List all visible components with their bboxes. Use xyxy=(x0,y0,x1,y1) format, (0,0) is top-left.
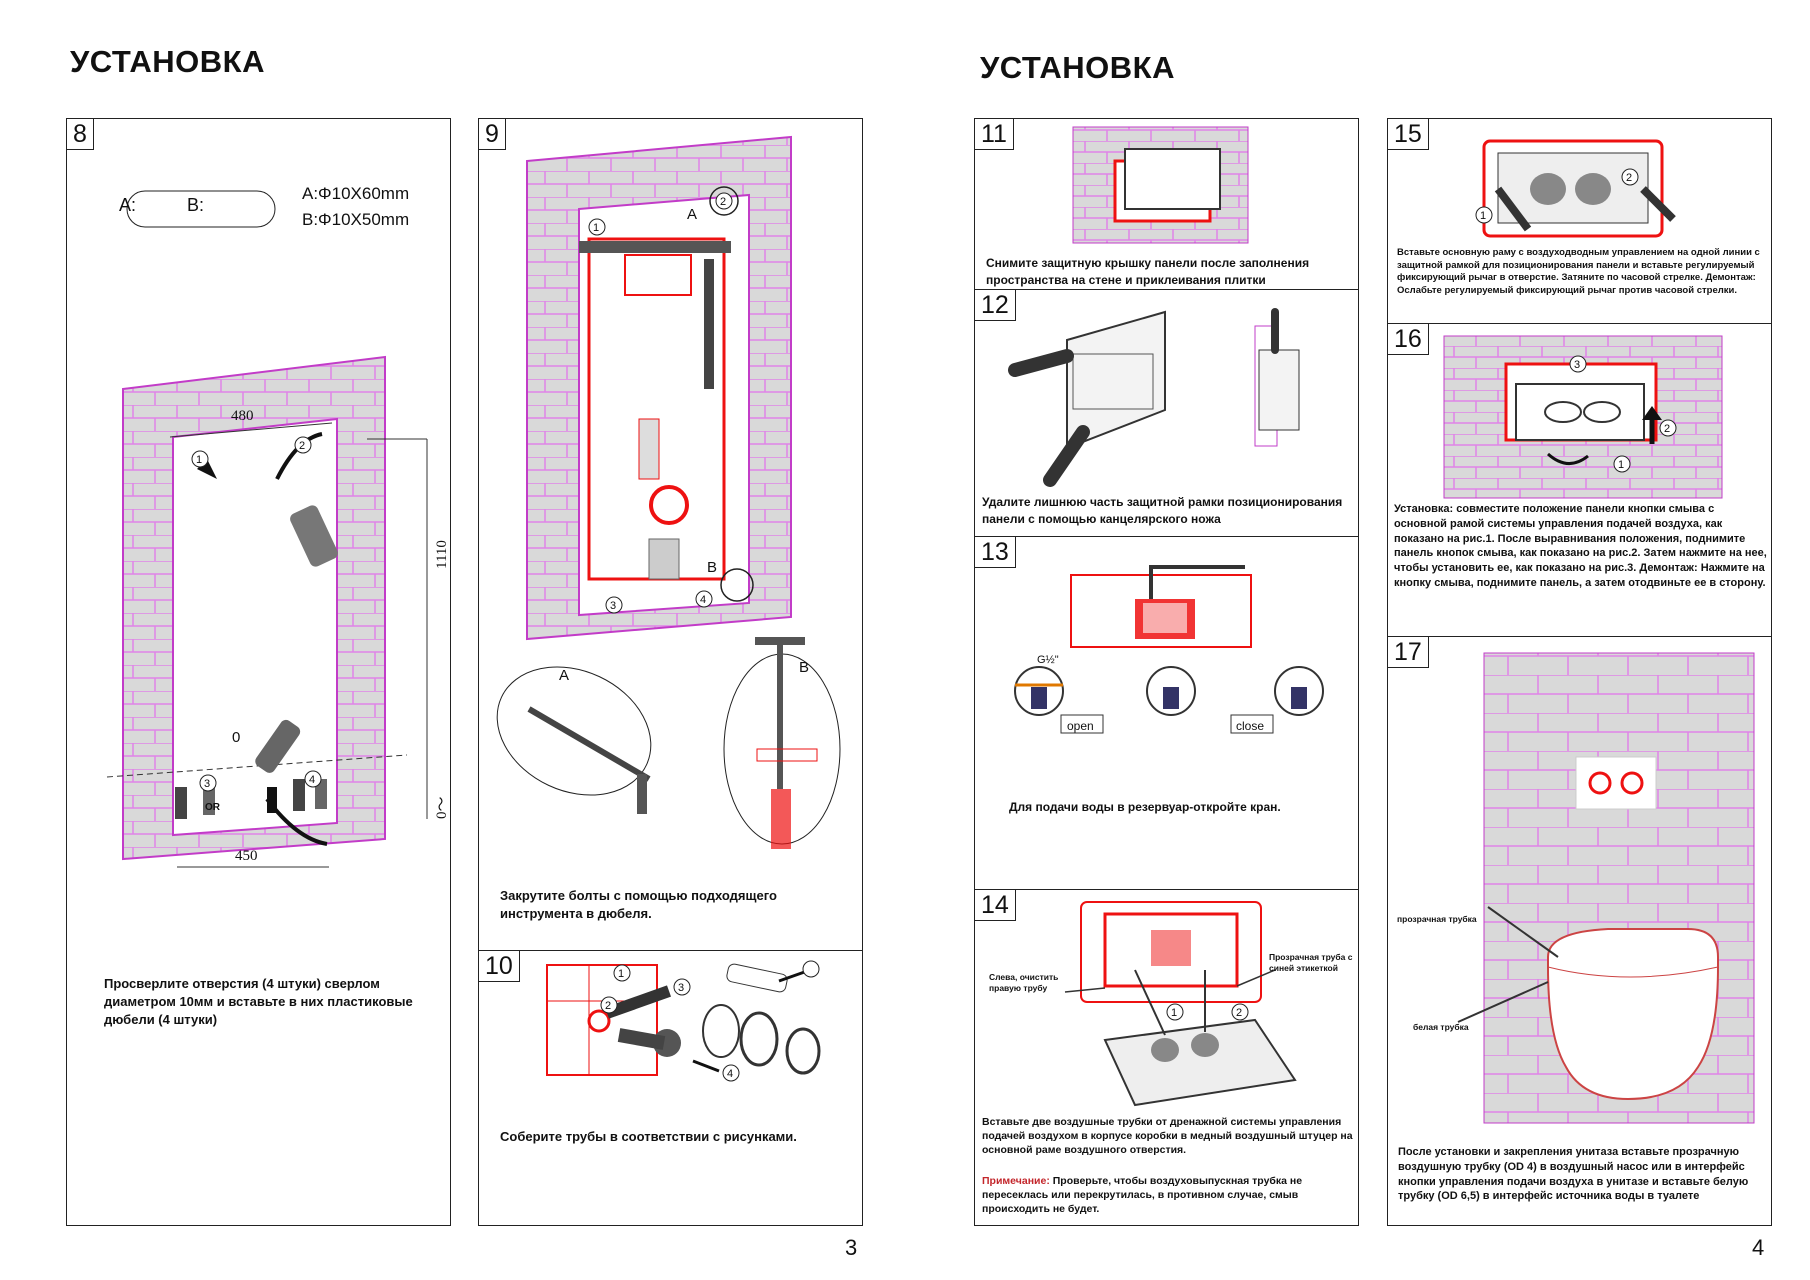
step-number: 15 xyxy=(1388,119,1429,150)
step-10-caption: Соберите трубы в соответствии с рисункам… xyxy=(500,1129,797,1144)
left-tube-note: Слева, очистить правую трубу xyxy=(989,972,1059,993)
close-label[interactable]: close xyxy=(1236,719,1265,733)
marker-2: 2 xyxy=(299,440,306,452)
marker-3: 3 xyxy=(678,982,685,994)
detail-a-label: A xyxy=(559,667,570,684)
marker-2: 2 xyxy=(1664,423,1671,435)
left-page-title: УСТАНОВКА xyxy=(70,44,265,79)
step-number: 9 xyxy=(479,119,506,150)
toilet-connection-diagram xyxy=(1457,652,1755,1124)
marker-3: 3 xyxy=(1574,359,1581,371)
marker-1: 1 xyxy=(1171,1007,1178,1019)
pipe-thread-label: G½" xyxy=(1037,654,1059,666)
step-13-panel: 13 G½" open close Для подачи воды в резе… xyxy=(974,536,1359,890)
step-11-caption: Снимите защитную крышку панели после зап… xyxy=(986,256,1310,287)
lever-fix-diagram xyxy=(1475,139,1676,238)
spec-b: B:Φ10X50mm xyxy=(302,210,410,229)
marker-1: 1 xyxy=(1480,210,1487,222)
step-number: 10 xyxy=(479,951,520,982)
dimension-1110: 1110 xyxy=(434,540,450,569)
note-label: Примечание: xyxy=(982,1175,1050,1187)
marker-4: 4 xyxy=(700,594,707,606)
step-17-caption: После установки и закрепления унитаза вс… xyxy=(1398,1146,1749,1203)
marker-4: 4 xyxy=(727,1068,734,1080)
dimension-480: 480 xyxy=(231,408,254,424)
step-14-caption: Вставьте две воздушные трубки от дренажн… xyxy=(982,1116,1353,1156)
step-14-panel: 14 Слева, очистить правую трубу Прозрачн… xyxy=(974,889,1359,1226)
label-b: B xyxy=(707,559,718,576)
step-15-panel: 15 1 2 Вставьте основную раму с воздуход… xyxy=(1387,118,1772,324)
step-number: 11 xyxy=(975,119,1014,150)
step-15-caption: Вставьте основную раму с воздуходводным … xyxy=(1397,247,1760,296)
marker-3: 3 xyxy=(610,600,617,612)
step-9-caption: Закрутите болты с помощью подходящего ин… xyxy=(500,888,777,921)
step-12-caption: Удалите лишнюю часть защитной рамки пози… xyxy=(982,495,1343,526)
legend-a-label: A: xyxy=(119,195,137,215)
right-tube-note: Прозрачная труба с синей этикеткой xyxy=(1269,952,1353,973)
dimension-0-200: 0～200 xyxy=(434,796,450,819)
marker-4: 4 xyxy=(309,774,316,786)
right-page-title: УСТАНОВКА xyxy=(980,50,1175,85)
note-text: Проверьте, чтобы воздуховыпускная трубка… xyxy=(982,1175,1303,1215)
air-tube-diagram xyxy=(1064,901,1297,1107)
step-8-caption: Просверлите отверстия (4 штуки) сверлом … xyxy=(104,976,413,1027)
step-number: 16 xyxy=(1388,324,1429,355)
or-label: OR xyxy=(205,802,220,813)
step-number: 13 xyxy=(975,537,1016,568)
remove-cover-diagram xyxy=(1072,126,1249,244)
flush-panel-diagram xyxy=(1443,335,1723,499)
step-number: 14 xyxy=(975,890,1016,921)
step-8-panel: 8 xyxy=(66,118,451,1226)
marker-2: 2 xyxy=(720,196,727,208)
step-13-caption: Для подачи воды в резервуар-откройте кра… xyxy=(1009,800,1281,814)
spec-a: A:Φ10X60mm xyxy=(302,184,410,203)
step-14-note: Примечание: Проверьте, чтобы воздуховыпу… xyxy=(982,1174,1354,1216)
wall-drilling-diagram xyxy=(106,190,428,868)
legend-b-label: B: xyxy=(187,195,205,215)
marker-1: 1 xyxy=(618,968,625,980)
step-number: 12 xyxy=(975,290,1016,321)
pipe-assembly-diagram xyxy=(546,960,821,1082)
dimension-450: 450 xyxy=(235,848,258,864)
step-10-panel: 10 1 2 3 4 Соберите трубы в соответствии… xyxy=(478,950,863,1226)
step-number: 8 xyxy=(67,119,94,150)
water-valve-diagram xyxy=(1014,565,1324,734)
page-number-left: 3 xyxy=(845,1235,858,1260)
trim-frame-diagram xyxy=(1008,308,1300,487)
frame-mount-diagram xyxy=(496,135,841,849)
marker-2: 2 xyxy=(1236,1007,1243,1019)
label-a: A xyxy=(687,206,698,223)
detail-b-label: B xyxy=(799,659,810,676)
step-16-caption: Установка: совместите положение панели к… xyxy=(1394,503,1767,589)
zero-mark: 0 xyxy=(232,729,241,746)
step-17-panel: 17 прозрачная трубка белая трубка После … xyxy=(1387,636,1772,1226)
marker-2: 2 xyxy=(605,1000,612,1012)
marker-2: 2 xyxy=(1626,172,1633,184)
step-9-panel: 9 A B 1 2 3 xyxy=(478,118,863,951)
step-11-panel: 11 Снимите защитную крышку панели после … xyxy=(974,118,1359,290)
step-12-panel: 12 Удалите лишнюю часть защитной рамки п… xyxy=(974,289,1359,537)
step-16-panel: 16 1 2 3 Установка: совместите положение… xyxy=(1387,323,1772,637)
white-tube-label: белая трубка xyxy=(1413,1022,1469,1032)
marker-3: 3 xyxy=(204,778,211,790)
marker-1: 1 xyxy=(1618,459,1625,471)
open-label[interactable]: open xyxy=(1067,719,1094,733)
marker-1: 1 xyxy=(196,454,203,466)
page-number-right: 4 xyxy=(1752,1235,1765,1260)
step-number: 17 xyxy=(1388,637,1429,668)
clear-tube-label: прозрачная трубка xyxy=(1397,914,1477,924)
marker-1: 1 xyxy=(593,222,600,234)
